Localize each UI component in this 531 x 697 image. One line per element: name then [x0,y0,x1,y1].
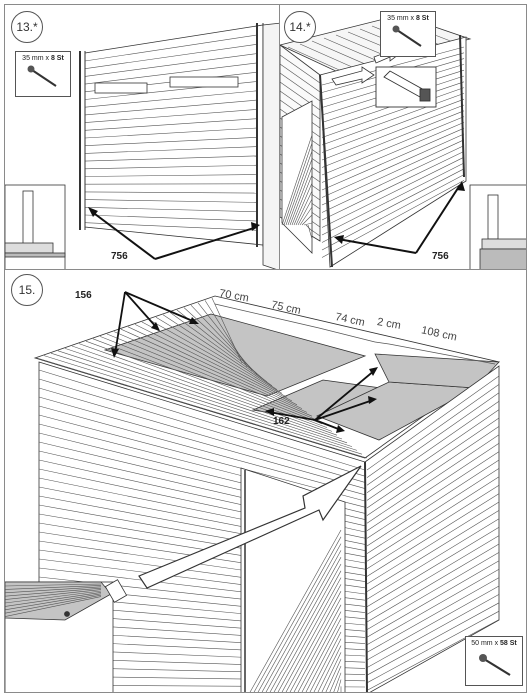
screw-label: 35 mm x 8 St [387,15,429,22]
step-13-panel: 13.* 35 mm x 8 St 756 [4,4,280,270]
screw-icon [479,654,511,676]
step-14-drawing [280,14,526,269]
step-14-screw-box: 35 mm x 8 St [380,11,436,57]
screw-icon [392,25,422,47]
step-15-drawing [5,291,500,692]
step-14-badge: 14.* [284,11,316,43]
arrow-icon [138,465,362,589]
step-15-screw-box: 50 mm x 58 St [465,636,523,686]
step-13-screw-box: 35 mm x 8 St [15,51,71,97]
arrow-icon [90,210,258,260]
screw-label: 50 mm x 58 St [471,640,517,647]
step-13-drawing [5,22,279,269]
step-14-part-number: 756 [432,251,449,262]
step-15-part-a: 156 [75,290,92,301]
step-14-panel: 14.* 35 mm x 8 St 756 [279,4,527,270]
step-13-badge: 13.* [11,11,43,43]
step-15-part-b: 162 [273,416,290,427]
screw-label: 35 mm x 8 St [22,55,64,62]
saw-icon [383,70,431,102]
screw-icon [27,65,57,87]
step-15-panel: 15. 156 162 70 cm 75 cm 74 cm 2 cm 108 c… [4,269,527,693]
step-13-part-number: 756 [111,251,128,262]
step-15-badge: 15. [11,274,43,306]
